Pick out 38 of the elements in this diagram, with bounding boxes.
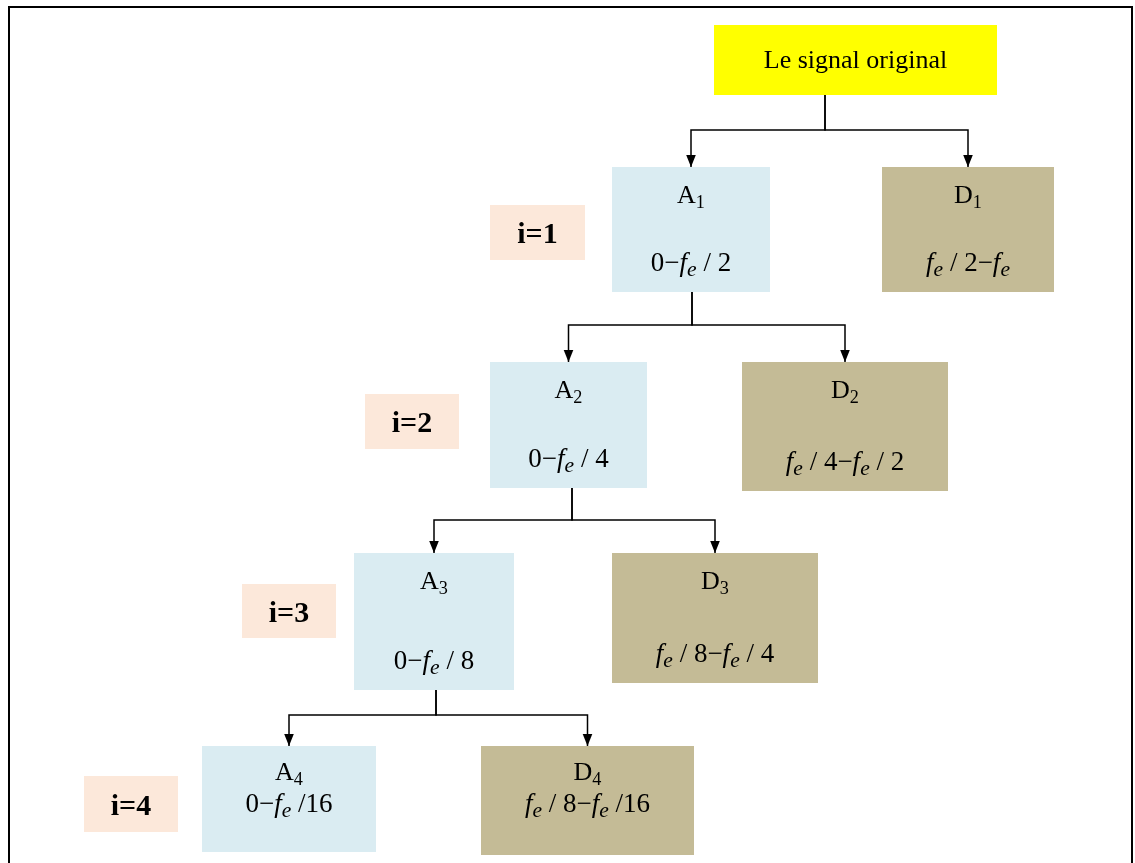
detail-box <box>882 167 1054 292</box>
level-label: i=4 <box>110 787 152 821</box>
detail-box <box>612 553 818 683</box>
frequency-range: 0−f$_{e}$ / 4 <box>528 443 609 478</box>
frequency-range: f$_{e}$ / 8−f$_{e}$ / 4 <box>655 638 775 673</box>
box-title: Le signal original <box>763 45 948 75</box>
band-name: A$_{3}$ <box>420 567 448 598</box>
frequency-range: 0−f$_{e}$ / 2 <box>650 247 732 282</box>
band-name: A$_{1}$ <box>677 181 705 212</box>
source-box <box>714 25 997 95</box>
detail-box <box>481 746 694 855</box>
level-label: i=2 <box>391 405 433 438</box>
frequency-range: 0−f$_{e}$ /16 <box>245 788 333 823</box>
band-name: D$_{4}$ <box>573 758 602 789</box>
approximation-box <box>612 167 770 292</box>
arrow <box>435 689 593 747</box>
arrow <box>824 94 973 168</box>
frequency-range: f$_{e}$ / 8−f$_{e}$ /16 <box>524 788 651 823</box>
detail-box <box>742 362 948 491</box>
band-name: D$_{3}$ <box>701 567 729 598</box>
arrow <box>571 487 720 554</box>
approximation-box <box>354 553 514 690</box>
band-name: D$_{2}$ <box>831 376 859 407</box>
frequency-range: f$_{e}$ / 2−f$_{e}$ <box>926 247 1010 282</box>
level-label: i=1 <box>517 216 558 249</box>
frequency-range: 0−f$_{e}$ / 8 <box>393 645 475 680</box>
level-label-box <box>365 394 459 449</box>
band-name: D$_{1}$ <box>954 181 982 212</box>
level-label: i=3 <box>268 594 310 628</box>
arrow <box>691 291 850 363</box>
approximation-box <box>490 362 647 488</box>
level-label-box <box>242 584 336 638</box>
band-name: A$_{4}$ <box>275 758 303 789</box>
frequency-range: f$_{e}$ / 4−f$_{e}$ / 2 <box>785 446 905 481</box>
level-label-box <box>84 776 178 832</box>
approximation-box <box>202 746 376 852</box>
band-name: A$_{2}$ <box>554 376 583 407</box>
level-label-box <box>490 205 585 260</box>
